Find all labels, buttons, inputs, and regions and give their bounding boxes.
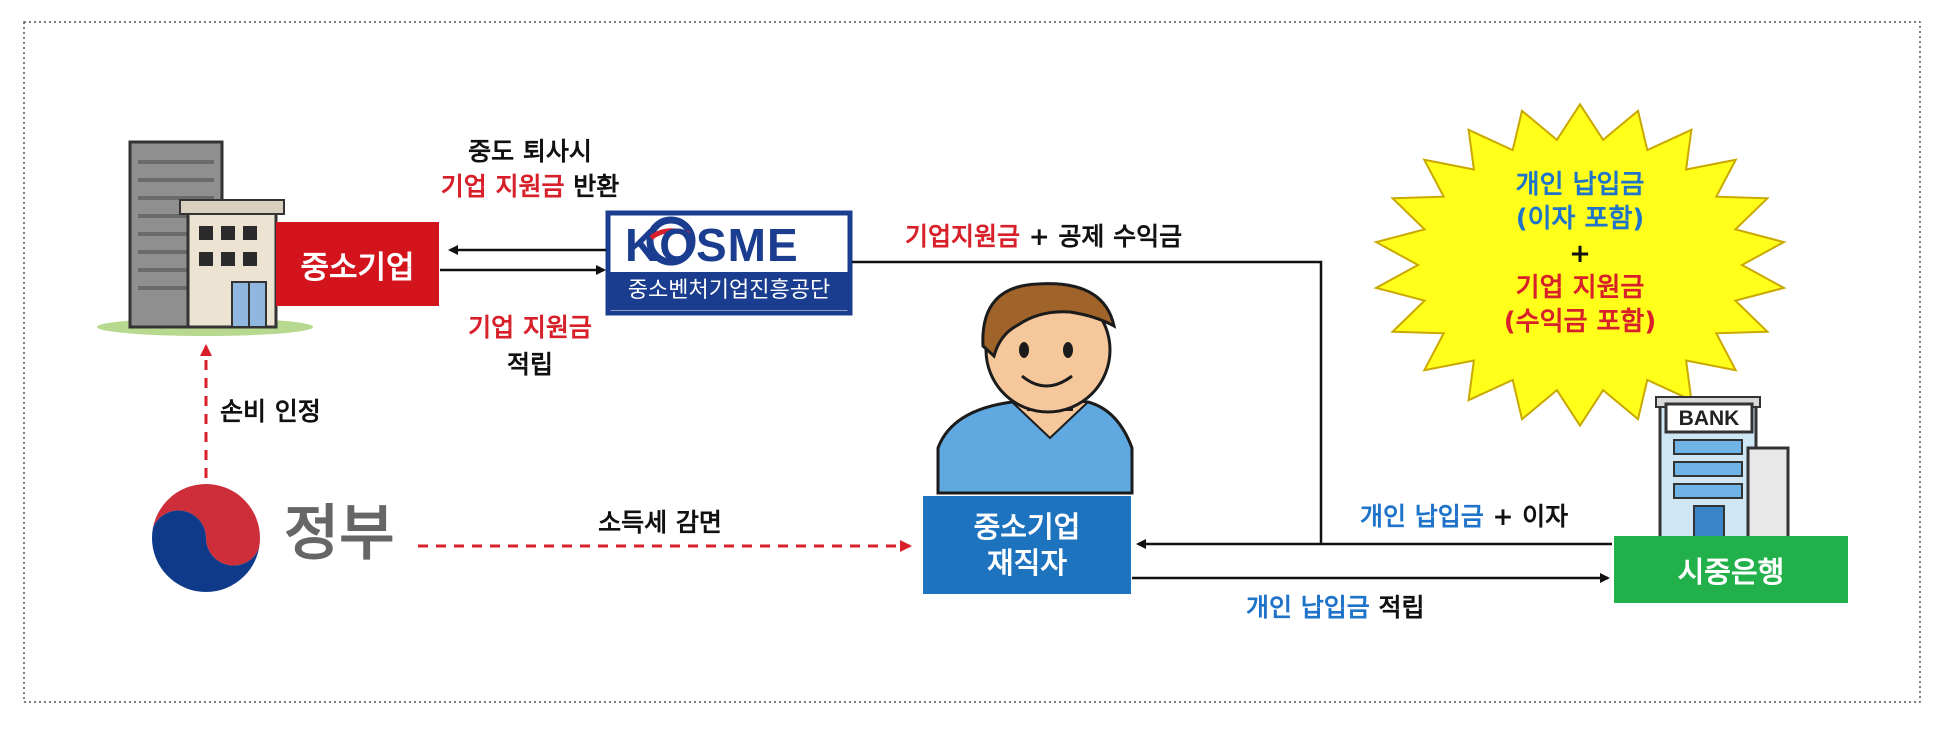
employee-label-line2: 재직자 (986, 546, 1068, 580)
employee-avatar-icon (936, 282, 1134, 495)
line-kosme-payout (852, 260, 1323, 544)
starburst-line1: 개인 납입금 (1515, 170, 1645, 200)
payout-note-blue: 개인 납입금 (1360, 502, 1484, 531)
return-note-red: 기업 지원금 (440, 172, 565, 201)
bank-box: 시중은행 (1614, 536, 1848, 603)
benefit-note-red: 기업지원금 (905, 222, 1021, 251)
payout-note-black: + 이자 (1492, 502, 1569, 531)
employee-box: 중소기업 재직자 (923, 496, 1131, 594)
deposit-note-black: 적립 (1378, 593, 1425, 622)
bank-sign: BANK (1679, 407, 1740, 430)
starburst-line3: 기업 지원금 (1515, 272, 1645, 303)
return-note-line2: 기업 지원금 반환 (400, 172, 660, 202)
return-note-black: 반환 (573, 172, 620, 201)
deposit-note-blue: 개인 납입금 (1246, 593, 1370, 622)
starburst-shape (1373, 102, 1787, 428)
connectors (200, 245, 1612, 583)
kosme-swirl-icon (646, 216, 696, 266)
return-note-line1: 중도 퇴사시 (468, 137, 592, 166)
starburst-plus: + (1569, 238, 1591, 269)
deposit-note: 개인 납입금 적립 (1246, 593, 1424, 623)
expense-note: 손비 인정 (220, 397, 321, 426)
starburst-line2: (이자 포함) (1515, 204, 1645, 235)
government-emblem-icon (150, 482, 262, 594)
benefit-note: 기업지원금 + 공제 수익금 (905, 222, 1182, 252)
outer-frame (23, 21, 1921, 703)
benefit-note-black: + 공제 수익금 (1028, 222, 1183, 251)
kosme-logo-text: KOSME (625, 219, 799, 271)
starburst-line4: (수익금 포함) (1503, 307, 1657, 338)
sme-box: 중소기업 (276, 222, 439, 306)
starburst-text: 개인 납입금 (이자 포함) + 기업 지원금 (수익금 포함) (1400, 168, 1760, 340)
government-label: 정부 (284, 499, 395, 569)
building-icon (97, 140, 313, 336)
tax-note: 소득세 감면 (598, 508, 722, 537)
kosme-subtitle: 중소벤처기업진흥공단 (610, 272, 848, 310)
accumulate-note-line2: 적립 (506, 350, 553, 379)
bank-building-icon: BANK (1655, 396, 1790, 542)
sme-label: 중소기업 (300, 249, 415, 286)
bank-label: 시중은행 (1677, 554, 1785, 589)
employee-label-line1: 중소기업 (973, 509, 1081, 544)
accumulate-note-line1: 기업 지원금 (468, 313, 592, 342)
payout-note: 개인 납입금 + 이자 (1360, 502, 1568, 532)
